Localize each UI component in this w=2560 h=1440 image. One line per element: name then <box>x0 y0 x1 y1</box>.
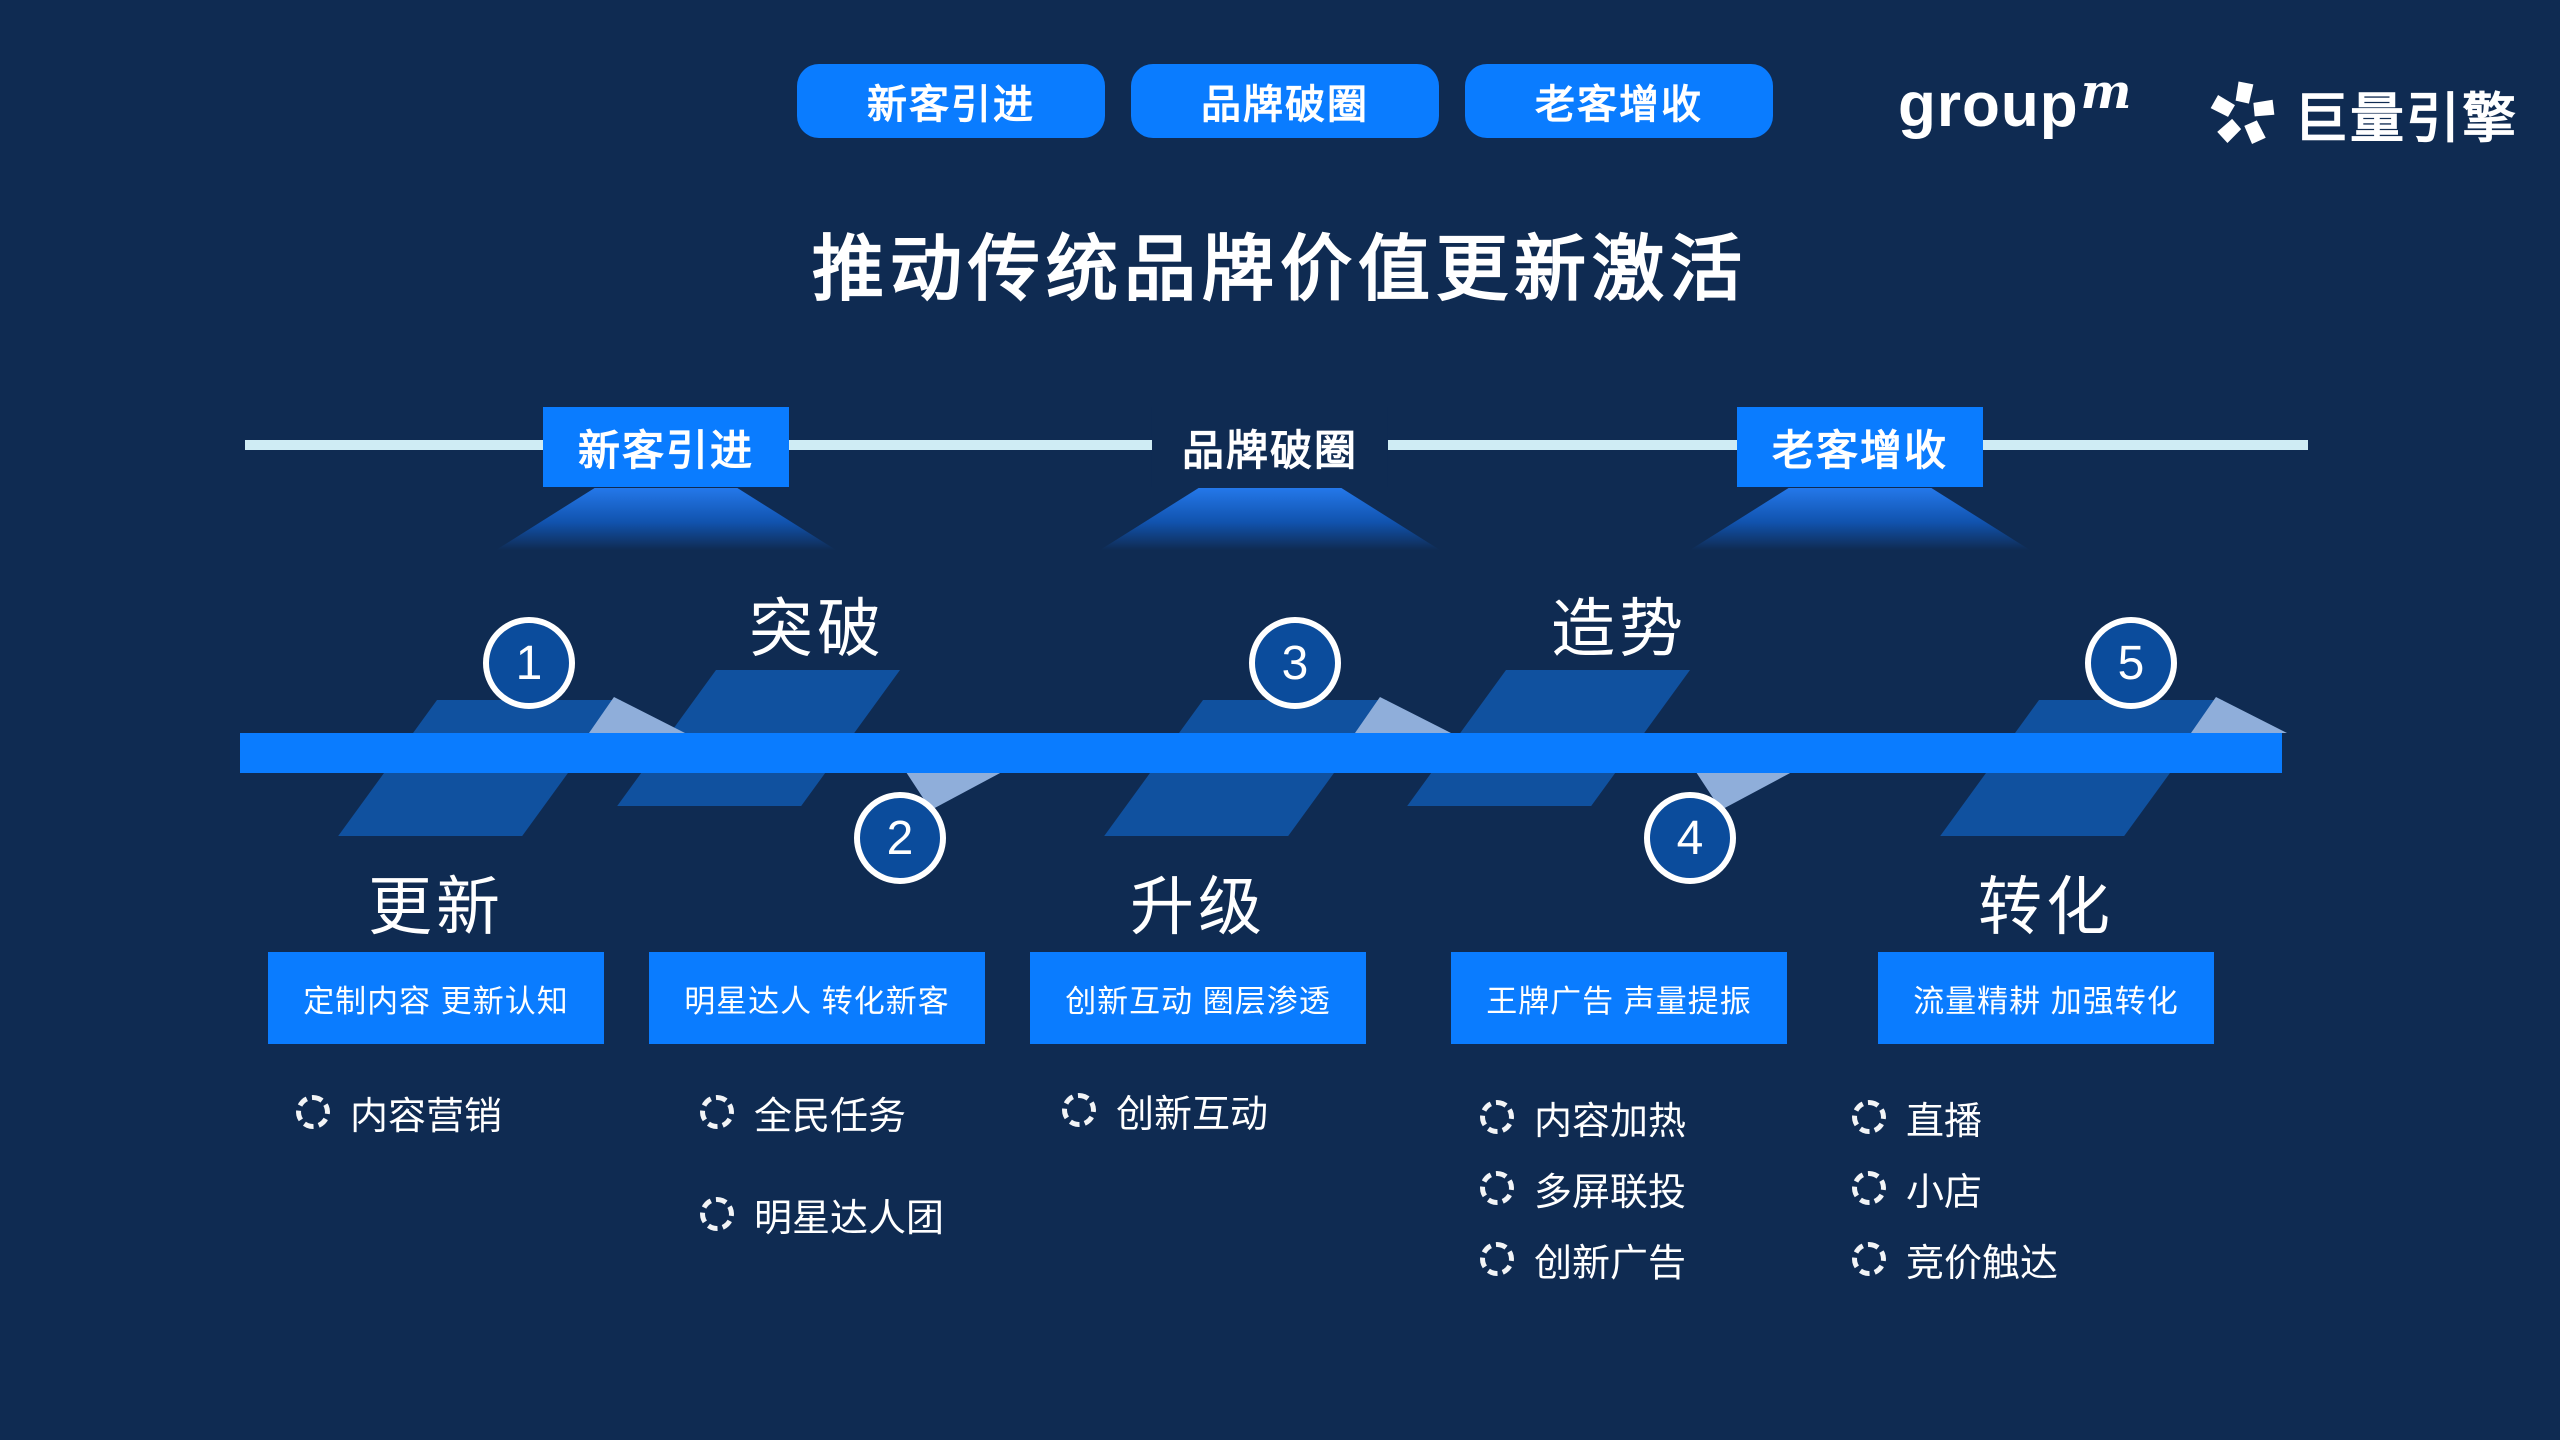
bullet-list-5: 直播 小店 竞价触达 <box>1852 1093 2058 1285</box>
list-item: 竞价触达 <box>1852 1235 2058 1285</box>
dashed-circle-icon <box>1852 1171 1886 1205</box>
step-number-1: 1 <box>515 636 543 690</box>
dashed-circle-icon <box>1480 1242 1514 1276</box>
bullet-label: 内容加热 <box>1534 1100 1687 1143</box>
bullet-label: 直播 <box>1906 1100 1983 1143</box>
dashed-circle-icon <box>1062 1093 1096 1127</box>
step-number-3: 3 <box>1281 636 1309 690</box>
track-label-returning-revenue: 老客增收 <box>1737 407 1983 487</box>
step-circle-5: 5 <box>2085 617 2177 709</box>
list-item: 全民任务 <box>700 1088 944 1138</box>
header-pills: 新客引进 品牌破圈 老客增收 <box>797 64 1773 138</box>
pill-returning-revenue[interactable]: 老客增收 <box>1465 64 1773 138</box>
dashed-circle-icon <box>700 1095 734 1129</box>
list-item: 小店 <box>1852 1164 2058 1214</box>
dashed-circle-icon <box>1852 1242 1886 1276</box>
ocean-engine-logo-text: 巨量引擎 <box>2294 89 2518 149</box>
bullet-list-1: 内容营销 <box>296 1088 502 1138</box>
bullet-label: 明星达人团 <box>754 1197 945 1240</box>
track-label-brand-breakout: 品牌破圈 <box>1151 407 1389 487</box>
dashed-circle-icon <box>296 1095 330 1129</box>
list-item: 多屏联投 <box>1480 1164 1686 1214</box>
list-item: 明星达人团 <box>700 1190 944 1240</box>
pill-new-customers[interactable]: 新客引进 <box>797 64 1105 138</box>
step-name-4: 造势 <box>1551 593 1687 665</box>
step-name-1: 更新 <box>368 871 504 943</box>
flow-bar <box>240 733 2282 773</box>
groupm-logo-sup: m <box>2080 64 2133 120</box>
pinwheel-icon <box>2210 80 2275 144</box>
bullet-label: 内容营销 <box>350 1095 503 1138</box>
bullet-label: 多屏联投 <box>1534 1171 1687 1214</box>
dashed-circle-icon <box>1480 1171 1514 1205</box>
bullet-label: 小店 <box>1906 1171 1983 1214</box>
bullet-list-3: 创新互动 <box>1062 1086 1268 1136</box>
list-item: 内容营销 <box>296 1088 502 1138</box>
bullet-label: 竞价触达 <box>1906 1242 2059 1285</box>
bullet-label: 创新广告 <box>1534 1242 1687 1285</box>
bullet-list-4: 内容加热 多屏联投 创新广告 <box>1480 1093 1686 1285</box>
list-item: 内容加热 <box>1480 1093 1686 1143</box>
dashed-circle-icon <box>700 1197 734 1231</box>
bullet-list-2: 全民任务 明星达人团 <box>700 1088 944 1240</box>
page-title: 推动传统品牌价值更新激活 <box>811 230 1749 310</box>
bullet-label: 全民任务 <box>754 1095 907 1138</box>
step-circle-3: 3 <box>1249 617 1341 709</box>
dashed-circle-icon <box>1852 1100 1886 1134</box>
ocean-engine-logo: 巨量引擎 <box>2206 74 2518 153</box>
list-item: 创新广告 <box>1480 1235 1686 1285</box>
trapezoid-beam-2 <box>1100 488 1440 550</box>
step-number-2: 2 <box>886 811 914 865</box>
tagline-box-4: 王牌广告 声量提振 <box>1451 952 1787 1044</box>
step-name-3: 升级 <box>1130 871 1266 943</box>
bullet-label: 创新互动 <box>1116 1093 1269 1136</box>
track-label-new-customers: 新客引进 <box>543 407 789 487</box>
tagline-box-1: 定制内容 更新认知 <box>268 952 604 1044</box>
step-number-5: 5 <box>2117 636 2145 690</box>
step-name-2: 突破 <box>749 593 885 665</box>
step-number-4: 4 <box>1676 811 1704 865</box>
tagline-box-3: 创新互动 圈层渗透 <box>1030 952 1366 1044</box>
list-item: 创新互动 <box>1062 1086 1268 1136</box>
groupm-logo: groupm <box>1898 64 2131 141</box>
step-circle-1: 1 <box>483 617 575 709</box>
pill-brand-breakout[interactable]: 品牌破圈 <box>1131 64 1439 138</box>
trapezoid-beam-1 <box>496 488 836 550</box>
tagline-box-5: 流量精耕 加强转化 <box>1878 952 2214 1044</box>
groupm-logo-text: group <box>1898 71 2079 140</box>
dashed-circle-icon <box>1480 1100 1514 1134</box>
step-circle-4: 4 <box>1644 792 1736 884</box>
list-item: 直播 <box>1852 1093 2058 1143</box>
tagline-box-2: 明星达人 转化新客 <box>649 952 985 1044</box>
step-name-5: 转化 <box>1978 871 2114 943</box>
step-circle-2: 2 <box>854 792 946 884</box>
trapezoid-beam-3 <box>1690 488 2030 550</box>
